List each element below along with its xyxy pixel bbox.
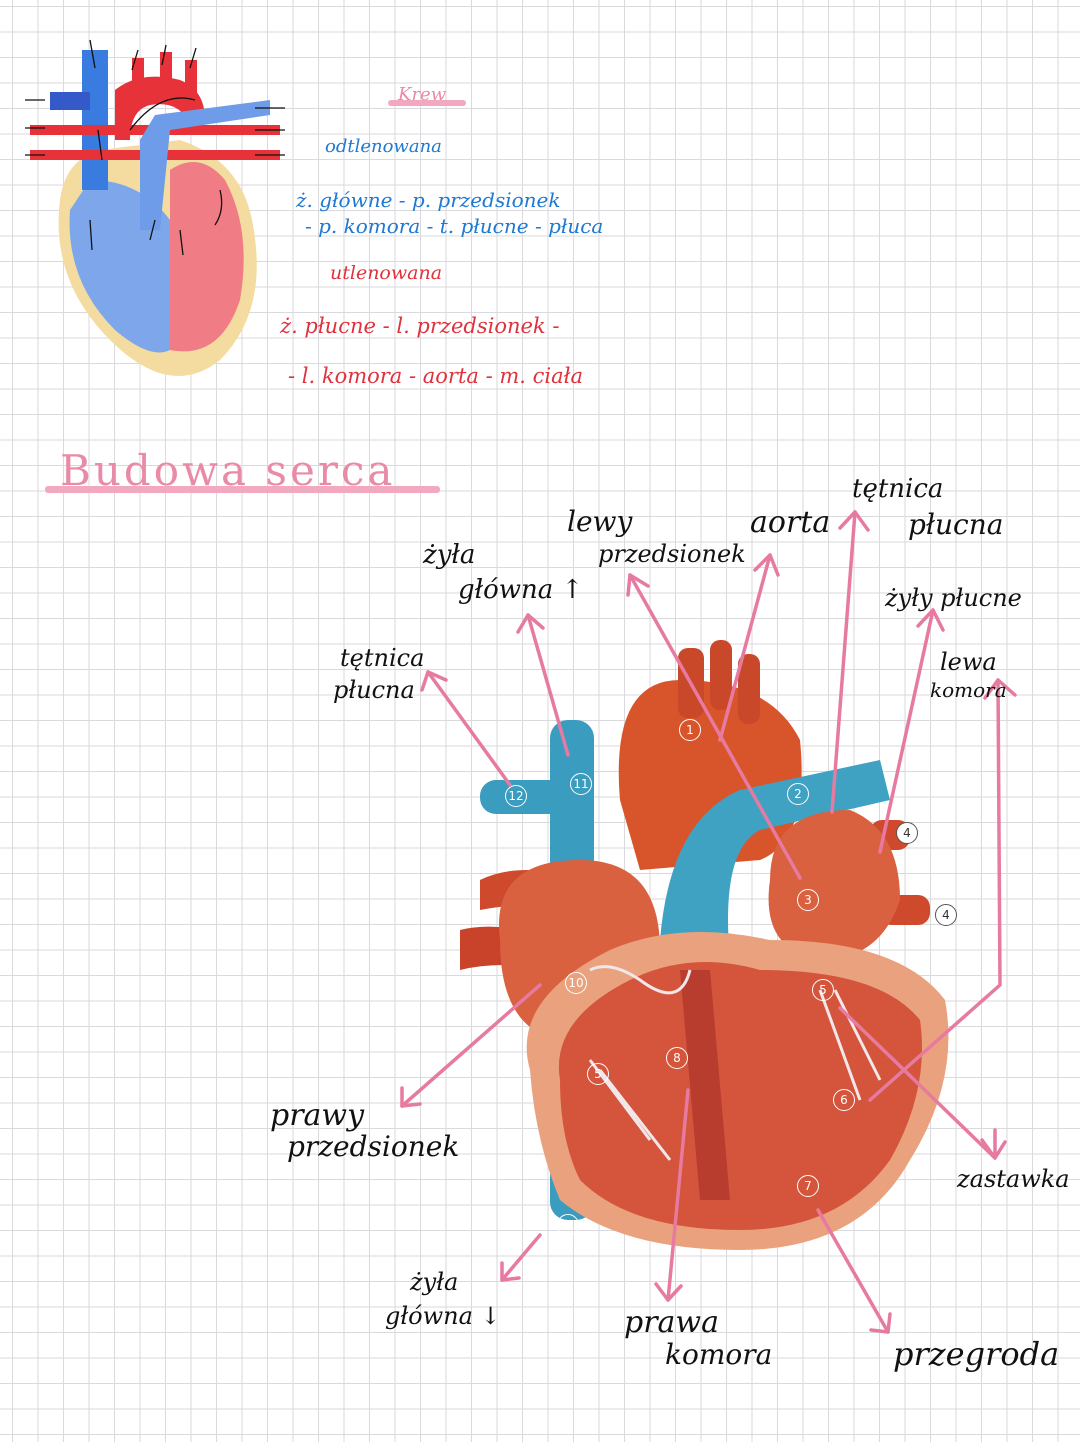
marker-1: 1 (679, 719, 701, 741)
marker-4a: 4 (896, 822, 918, 844)
label-lewa-komora-2: komora (930, 678, 1007, 702)
anatomical-heart-diagram (460, 640, 949, 1250)
deoxy-line-1: ż. główne - p. przedsionek (296, 188, 561, 212)
label-lewy-przedsionek-2: przedsionek (598, 540, 746, 568)
label-lewa-komora: lewa (940, 648, 997, 676)
oxy-title: utlenowana (330, 262, 443, 284)
label-tetnica-plucna-top: tętnica (852, 474, 944, 504)
label-zyla-glowna-top-2: główna ↑ (458, 575, 584, 605)
label-tetnica-plucna-left-2: płucna (333, 676, 415, 704)
label-prawy-przedsionek-2: przedsionek (287, 1130, 460, 1163)
marker-8: 8 (666, 1047, 688, 1069)
label-zyla-glowna-top: żyła (423, 540, 476, 570)
label-przegroda: przegroda (893, 1335, 1060, 1373)
label-tetnica-plucna-left: tętnica (340, 644, 425, 672)
oxy-line-1: ż. płucne - l. przedsionek - (280, 314, 560, 338)
label-zyla-glowna-bottom-2: główna ↓ (385, 1302, 501, 1330)
marker-7: 7 (797, 1175, 819, 1197)
deoxy-line-2: - p. komora - t. płucne - płuca (305, 214, 604, 238)
marker-5a: 5 (812, 979, 834, 1001)
label-lewy-przedsionek: lewy (567, 505, 633, 538)
deoxy-title: odtlenowana (325, 136, 442, 157)
marker-6: 6 (833, 1089, 855, 1111)
marker-4b: 4 (935, 904, 957, 926)
label-prawa-komora: prawa (624, 1305, 719, 1340)
schematic-heart-diagram (25, 39, 285, 376)
label-zyla-glowna-bottom: żyła (410, 1268, 459, 1296)
marker-2: 2 (787, 783, 809, 805)
marker-10: 10 (565, 972, 587, 994)
label-prawy-przedsionek: prawy (270, 1098, 365, 1133)
label-zyly-plucne: żyły płucne (885, 584, 1022, 612)
label-prawa-komora-2: komora (665, 1338, 773, 1371)
marker-5b: 5 (587, 1063, 609, 1085)
label-tetnica-plucna-top-2: płucna (908, 508, 1004, 541)
legend-title: Krew (398, 84, 447, 105)
marker-12: 12 (505, 785, 527, 807)
marker-11: 11 (570, 773, 592, 795)
oxy-line-2: - l. komora - aorta - m. ciała (288, 364, 583, 388)
marker-3: 3 (797, 889, 819, 911)
label-aorta: aorta (750, 505, 831, 540)
marker-9: 9 (557, 1214, 579, 1236)
label-zastawka: zastawka (957, 1165, 1070, 1193)
